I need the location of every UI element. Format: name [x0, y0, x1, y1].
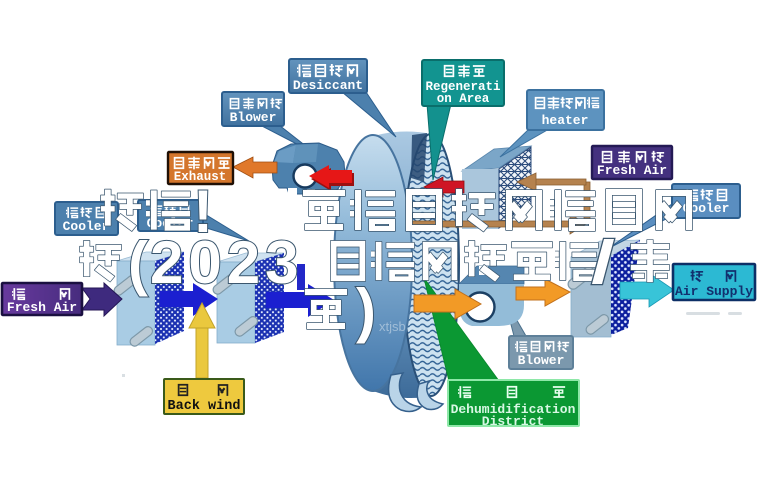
svg-text:!: !	[193, 178, 213, 245]
svg-text:Blower: Blower	[518, 353, 565, 368]
svg-text:xtjsb: xtjsb	[379, 319, 406, 334]
svg-text:Blower: Blower	[230, 110, 277, 125]
svg-text:Cooler: Cooler	[683, 201, 730, 216]
svg-text:heater: heater	[542, 113, 589, 128]
svg-text:Fresh Air: Fresh Air	[597, 163, 667, 178]
svg-text:Cooler: Cooler	[63, 219, 110, 234]
svg-text:Regenerati: Regenerati	[425, 80, 500, 94]
svg-text:2023: 2023	[150, 229, 303, 296]
svg-text:Air Supply: Air Supply	[675, 284, 753, 299]
svg-text:Exhaust: Exhaust	[174, 170, 227, 184]
svg-text:(: (	[128, 230, 148, 297]
svg-text:on Area: on Area	[437, 92, 490, 106]
svg-text:Dehumidification: Dehumidification	[451, 402, 576, 417]
svg-text:): )	[356, 277, 376, 344]
svg-text:Back wind: Back wind	[168, 399, 241, 414]
svg-text:Desiccant: Desiccant	[293, 78, 363, 93]
svg-text:Fresh Air: Fresh Air	[7, 300, 77, 315]
svg-text:District: District	[482, 414, 544, 429]
